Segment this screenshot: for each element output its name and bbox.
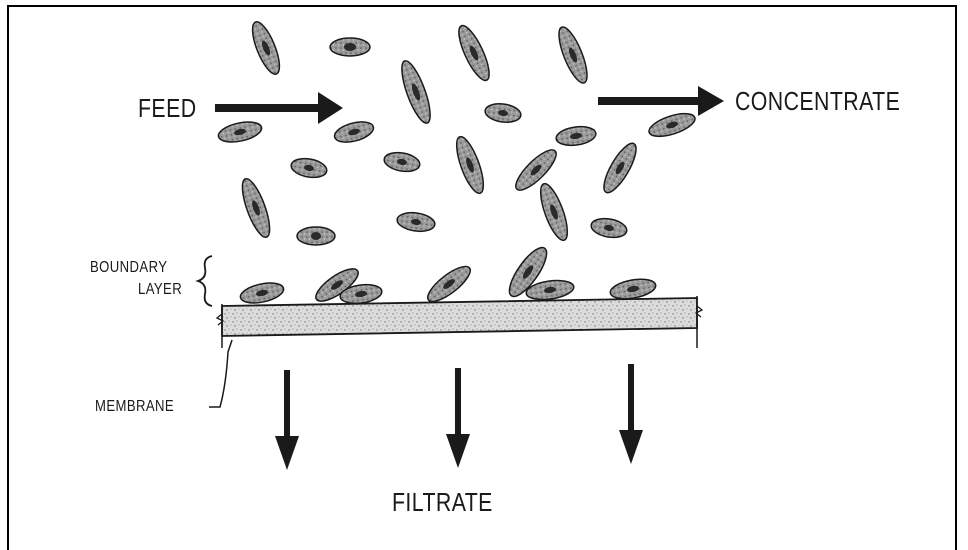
feed-arrow [215, 92, 343, 124]
suspended-particles [217, 19, 698, 245]
particle [217, 119, 264, 146]
filtrate-arrow-left [275, 370, 299, 470]
boundary-layer-label-line2: LAYER [138, 281, 182, 299]
particle [423, 261, 475, 307]
particle [332, 118, 375, 146]
particle [290, 156, 329, 180]
boundary-layer-label-line1: BOUNDARY [90, 259, 167, 277]
particle [553, 24, 592, 86]
boundary-layer-brace [198, 256, 212, 306]
membrane-label: MEMBRANE [95, 398, 174, 416]
particle [451, 134, 488, 197]
membrane-leader-line [209, 340, 232, 407]
concentrate-arrow [598, 86, 724, 116]
particle [297, 227, 335, 245]
filtrate-arrow-middle [446, 368, 470, 468]
particle [396, 210, 436, 233]
particle [535, 181, 572, 244]
particle [453, 22, 495, 84]
particle [511, 145, 562, 196]
particle [239, 280, 286, 307]
concentrate-label: CONCENTRATE [735, 86, 900, 117]
boundary-layer-particles [239, 243, 658, 308]
filtrate-arrows [275, 364, 643, 470]
particle [484, 102, 522, 125]
filtrate-label: FILTRATE [392, 487, 493, 518]
particle [383, 150, 422, 174]
particle [330, 38, 370, 56]
particle [247, 19, 285, 78]
particle [598, 139, 642, 196]
particle [396, 58, 435, 126]
feed-label: FEED [138, 93, 197, 124]
particle [237, 176, 275, 240]
particle [555, 124, 597, 147]
filtrate-arrow-right [619, 364, 643, 464]
membrane [217, 296, 702, 348]
particle [646, 109, 697, 141]
particle [590, 216, 629, 240]
